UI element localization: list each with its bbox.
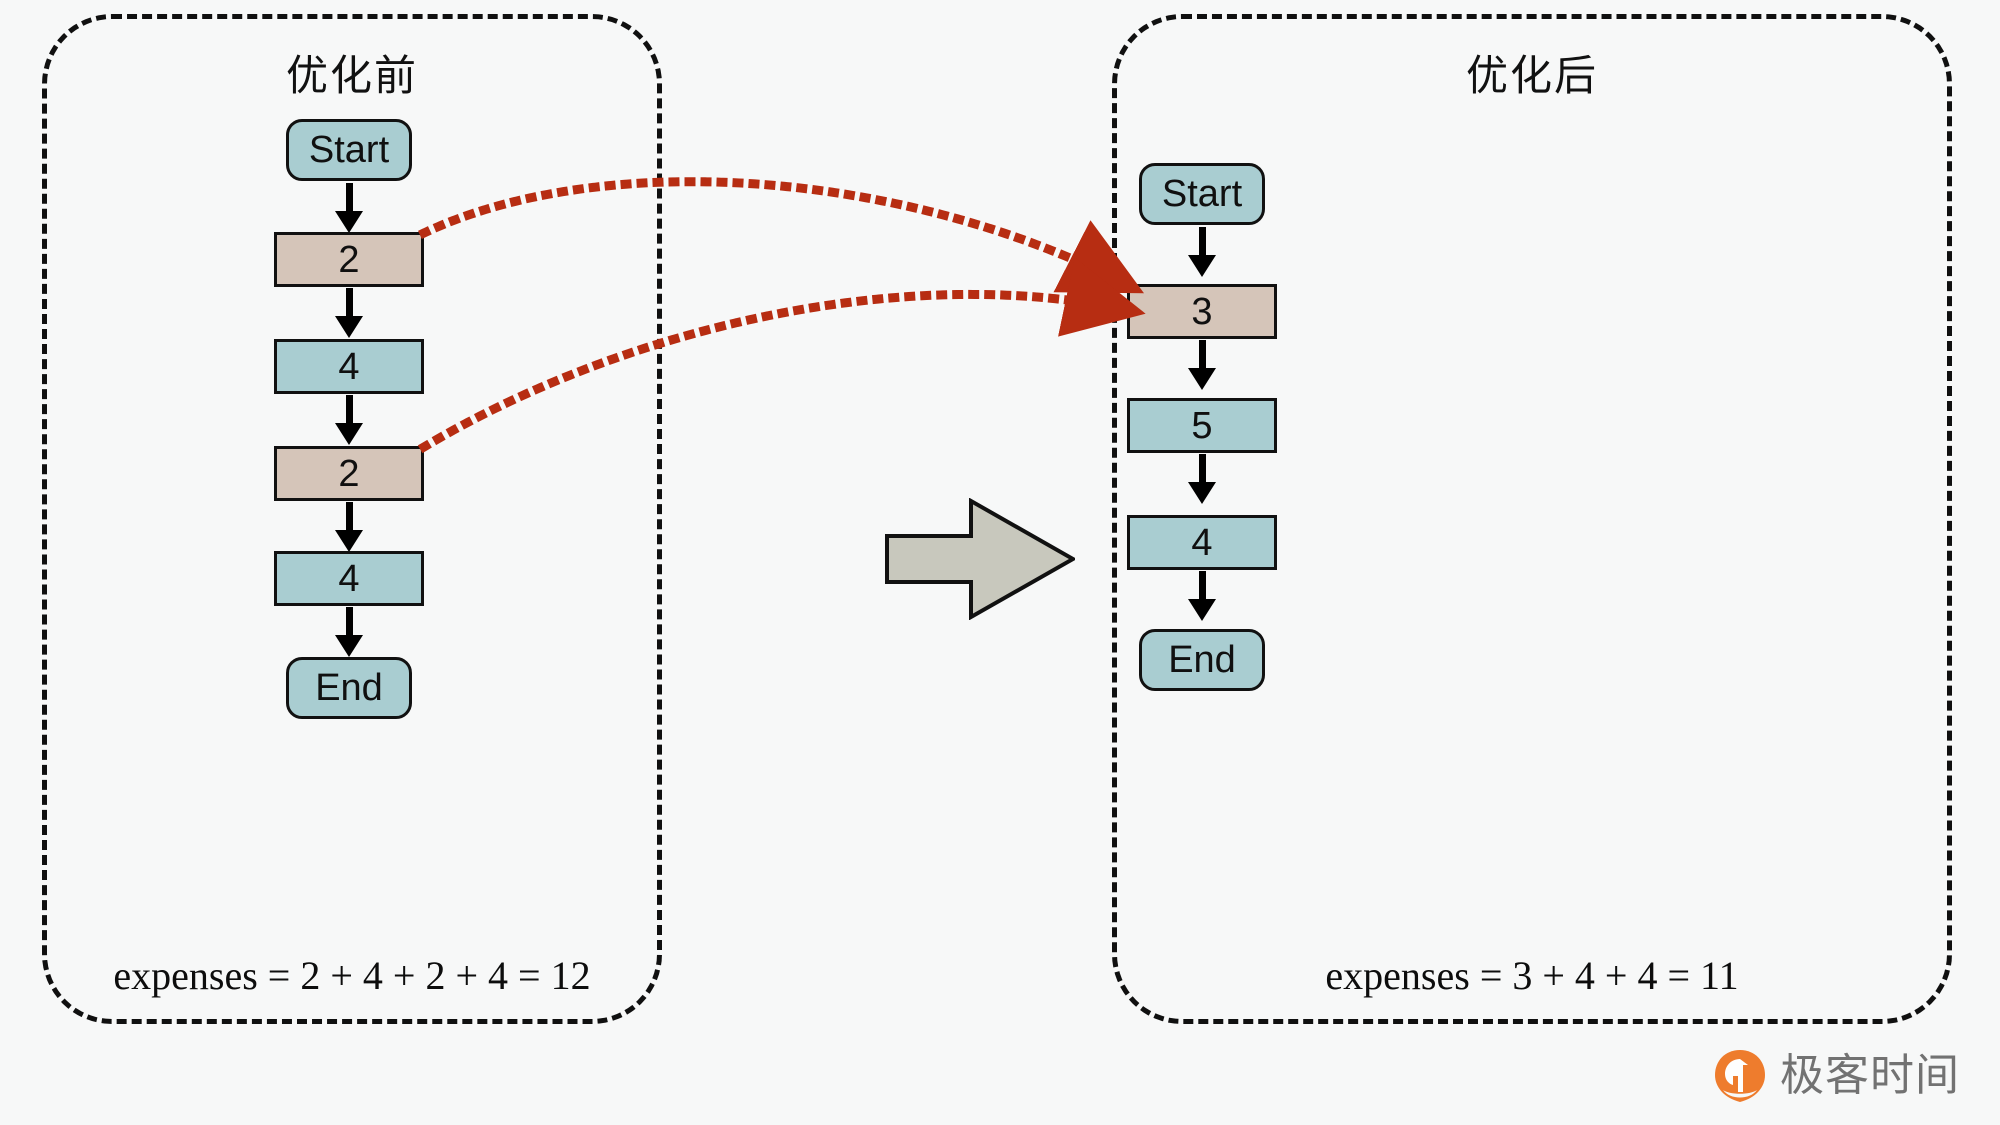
watermark: 极客时间 xyxy=(1712,1048,1960,1104)
transition-arrow-icon xyxy=(885,498,1075,620)
panel-after-optimization xyxy=(1112,14,1952,1024)
geektime-logo-shape xyxy=(1715,1050,1765,1102)
panel-before-title: 优化前 xyxy=(285,51,418,100)
node-before-cost-4-second[interactable]: 4 xyxy=(274,551,424,606)
watermark-text: 极客时间 xyxy=(1780,1050,1960,1101)
expenses-before-formula: expenses = 2 + 4 + 2 + 4 = 12 xyxy=(113,953,591,998)
expenses-after-formula: expenses = 3 + 4 + 4 = 11 xyxy=(1325,953,1739,998)
node-before-cost-2-first[interactable]: 2 xyxy=(274,232,424,287)
node-after-end[interactable]: End xyxy=(1139,629,1265,691)
node-before-cost-2-second[interactable]: 2 xyxy=(274,446,424,501)
node-after-cost-3[interactable]: 3 xyxy=(1127,284,1277,339)
node-before-cost-4-first[interactable]: 4 xyxy=(274,339,424,394)
transition-arrow-shape xyxy=(885,498,1075,620)
node-after-start[interactable]: Start xyxy=(1139,163,1265,225)
node-before-start[interactable]: Start xyxy=(286,119,412,181)
panel-before-optimization xyxy=(42,14,662,1024)
node-before-end[interactable]: End xyxy=(286,657,412,719)
node-after-cost-5[interactable]: 5 xyxy=(1127,398,1277,453)
panel-after-title: 优化后 xyxy=(1465,51,1598,100)
geektime-logo-icon xyxy=(1712,1048,1768,1104)
node-after-cost-4[interactable]: 4 xyxy=(1127,515,1277,570)
